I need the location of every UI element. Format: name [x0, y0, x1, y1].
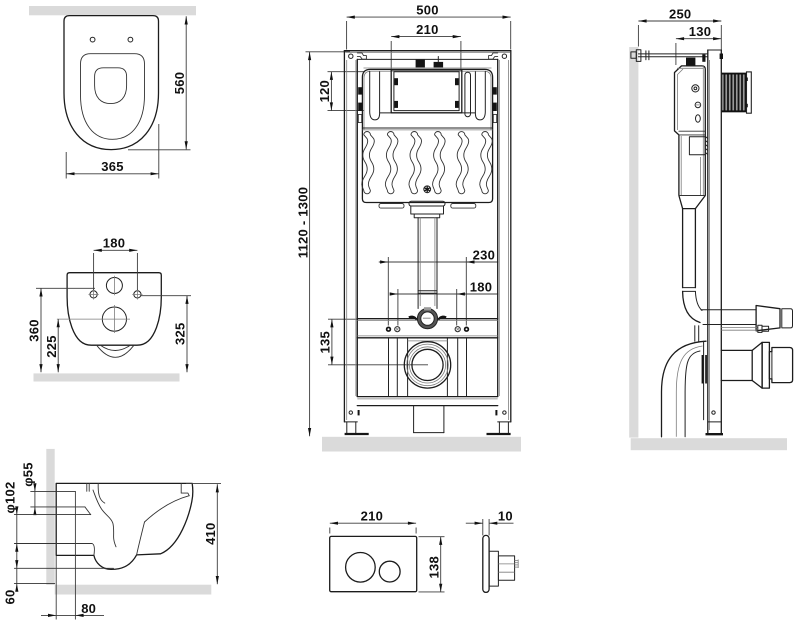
svg-text:210: 210	[416, 22, 438, 37]
svg-text:180: 180	[470, 279, 492, 294]
svg-text:135: 135	[318, 331, 333, 353]
svg-text:180: 180	[103, 236, 125, 251]
svg-text:10: 10	[498, 509, 513, 524]
svg-text:φ102: φ102	[3, 482, 18, 514]
svg-text:210: 210	[361, 508, 383, 523]
svg-text:325: 325	[173, 323, 188, 345]
svg-text:138: 138	[426, 556, 441, 578]
svg-text:230: 230	[473, 247, 495, 262]
svg-text:60: 60	[3, 590, 18, 605]
svg-text:130: 130	[689, 24, 711, 39]
svg-text:410: 410	[203, 522, 218, 544]
svg-text:1120 - 1300: 1120 - 1300	[295, 187, 310, 258]
svg-text:φ55: φ55	[21, 462, 36, 487]
svg-text:250: 250	[669, 6, 691, 21]
svg-text:80: 80	[81, 601, 96, 616]
svg-text:500: 500	[416, 3, 438, 18]
svg-text:120: 120	[317, 80, 332, 102]
svg-text:360: 360	[27, 319, 42, 341]
svg-text:225: 225	[44, 335, 59, 357]
svg-text:365: 365	[101, 159, 123, 174]
svg-text:560: 560	[172, 72, 187, 94]
